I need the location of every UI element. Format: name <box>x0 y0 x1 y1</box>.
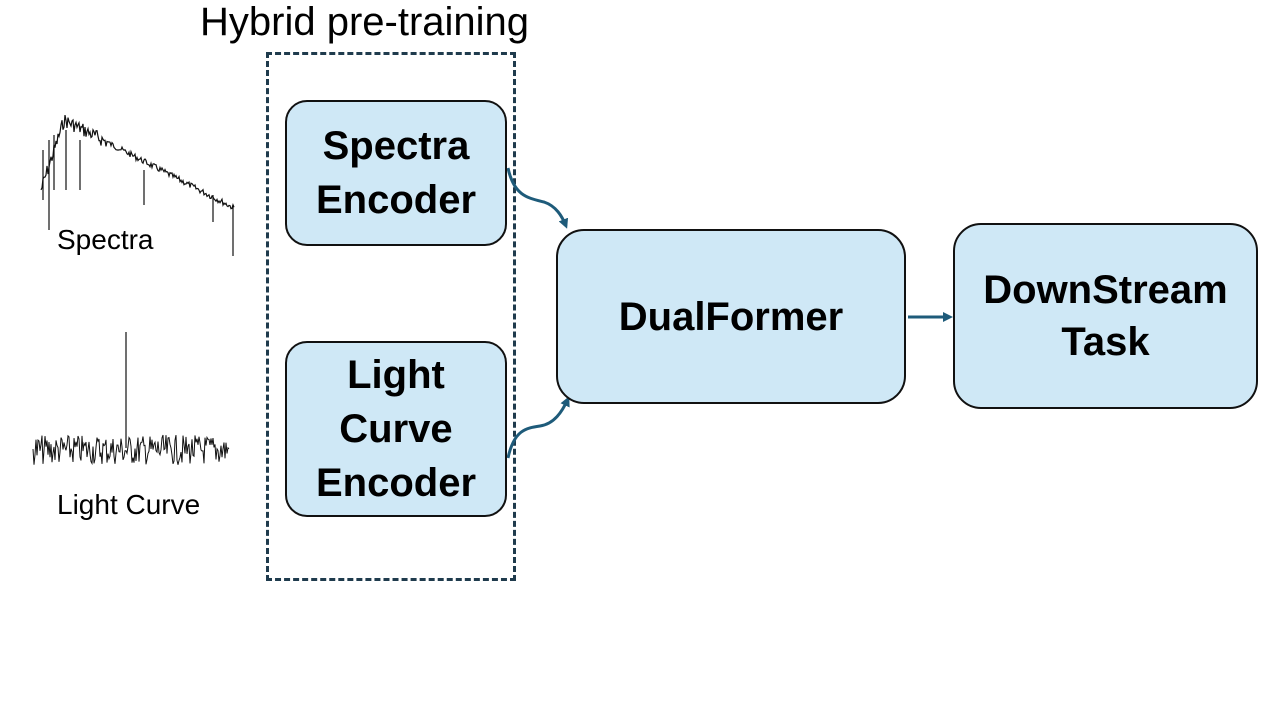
hybrid-pretraining-group <box>266 52 516 581</box>
arrow-lightcurve-to-dualformer <box>506 396 570 459</box>
light-curve-input-label: Light Curve <box>57 489 201 520</box>
spectra-encoder-line-2: Encoder <box>315 178 477 222</box>
spectra-encoder-line-1: Spectra <box>322 124 470 168</box>
light-curve-encoder-box: Light Curve Encoder <box>285 341 507 517</box>
dualformer-label: DualFormer <box>618 294 844 339</box>
light-curve-encoder-line-2: Curve <box>339 407 453 451</box>
diagram-title: Hybrid pre-training <box>200 0 530 44</box>
light-curve-encoder-line-1: Light <box>347 353 445 397</box>
spectra-encoder-box: Spectra Encoder <box>285 100 507 246</box>
spectrum-absorption-lines <box>42 130 234 256</box>
downstream-task-box: DownStream Task <box>953 223 1258 409</box>
arrow-spectra-to-dualformer <box>506 167 569 229</box>
light-curve-plot-icon <box>32 434 230 466</box>
spectra-input-label: Spectra <box>57 224 154 255</box>
downstream-task-line-1: DownStream <box>983 268 1228 312</box>
downstream-task-line-2: Task <box>1061 320 1150 364</box>
spectrum-plot-icon <box>40 114 235 210</box>
dualformer-box: DualFormer <box>556 229 906 404</box>
light-curve-encoder-line-3: Encoder <box>315 461 477 505</box>
